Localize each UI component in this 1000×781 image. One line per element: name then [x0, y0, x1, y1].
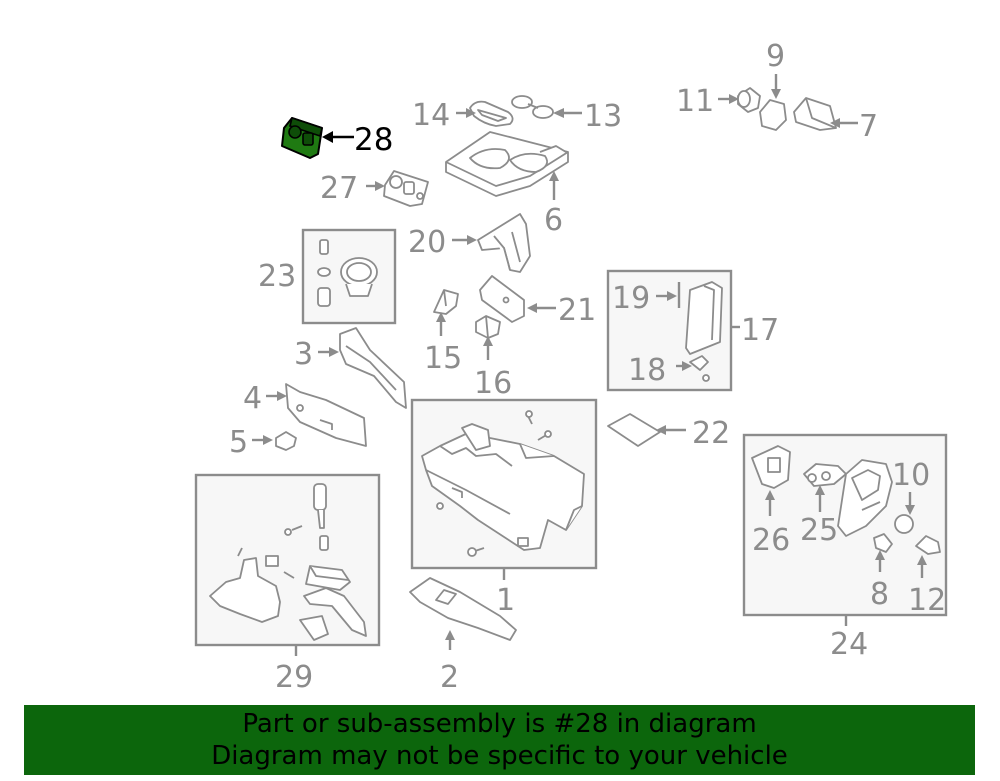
- callout-15[interactable]: 15: [424, 341, 462, 376]
- callout-18[interactable]: 18: [628, 353, 666, 388]
- callout-10[interactable]: 10: [892, 458, 930, 493]
- part-9-knob[interactable]: [759, 99, 787, 131]
- callout-20[interactable]: 20: [408, 225, 446, 260]
- parts-diagram: 28 27 14 13 6 11: [194, 39, 948, 695]
- callout-27[interactable]: 27: [320, 171, 358, 206]
- callout-9[interactable]: 9: [766, 39, 785, 74]
- part-14-mat[interactable]: [469, 100, 514, 127]
- callout-14[interactable]: 14: [412, 98, 450, 133]
- callout-21[interactable]: 21: [558, 293, 596, 328]
- part-23-power-outlet[interactable]: [317, 239, 378, 307]
- part-11-cap[interactable]: [737, 87, 761, 113]
- callout-23[interactable]: 23: [258, 259, 296, 294]
- callout-22[interactable]: 22: [692, 416, 730, 451]
- banner-line-1: Part or sub-assembly is #28 in diagram: [242, 709, 757, 739]
- part-13-insert[interactable]: [511, 95, 554, 119]
- part-12-clip[interactable]: [915, 535, 941, 555]
- info-banner: Part or sub-assembly is #28 in diagram D…: [24, 705, 975, 775]
- callout-12[interactable]: 12: [908, 583, 946, 618]
- callout-7[interactable]: 7: [859, 109, 878, 144]
- part-16-clip[interactable]: [475, 315, 501, 339]
- callout-8[interactable]: 8: [870, 577, 889, 612]
- callout-17[interactable]: 17: [741, 313, 779, 348]
- callout-16[interactable]: 16: [474, 366, 512, 401]
- part-24-armrest[interactable]: [837, 459, 893, 537]
- callout-3[interactable]: 3: [294, 337, 313, 372]
- callout-4[interactable]: 4: [243, 381, 262, 416]
- part-6-console-top[interactable]: [445, 131, 569, 197]
- part-29-shifter-assembly[interactable]: [209, 483, 367, 641]
- callout-29[interactable]: 29: [275, 660, 313, 695]
- callout-26[interactable]: 26: [752, 523, 790, 558]
- callout-1[interactable]: 1: [496, 583, 515, 618]
- part-22-mat[interactable]: [607, 413, 661, 447]
- callout-25[interactable]: 25: [800, 513, 838, 548]
- callout-11[interactable]: 11: [676, 84, 714, 119]
- callout-6[interactable]: 6: [544, 203, 563, 238]
- part-7-bracket[interactable]: [793, 97, 837, 131]
- callout-24[interactable]: 24: [830, 627, 868, 662]
- part-5-cap[interactable]: [275, 431, 297, 451]
- part-21-bracket[interactable]: [479, 275, 525, 323]
- part-3-side-panel[interactable]: [339, 327, 407, 409]
- part-18-clip[interactable]: [689, 355, 710, 382]
- part-20-bracket[interactable]: [477, 213, 531, 273]
- part-26-bezel[interactable]: [751, 445, 791, 489]
- part-27-switch-housing[interactable]: [383, 170, 429, 207]
- part-28-shifter-switch[interactable]: [281, 116, 323, 159]
- callout-13[interactable]: 13: [584, 99, 622, 134]
- callout-28[interactable]: 28: [354, 122, 393, 158]
- callout-5[interactable]: 5: [229, 425, 248, 460]
- part-1-console-body[interactable]: [421, 410, 585, 557]
- part-25-switch[interactable]: [803, 463, 847, 487]
- part-17-panel[interactable]: [685, 281, 723, 355]
- part-4-side-panel[interactable]: [285, 383, 367, 447]
- part-2-bracket[interactable]: [409, 577, 517, 641]
- callout-19[interactable]: 19: [612, 281, 650, 316]
- part-8-bulb[interactable]: [873, 533, 893, 553]
- part-15-clip[interactable]: [433, 289, 459, 315]
- callout-2[interactable]: 2: [440, 660, 459, 695]
- part-10-knob[interactable]: [894, 514, 914, 534]
- banner-line-2: Diagram may not be specific to your vehi…: [211, 741, 788, 771]
